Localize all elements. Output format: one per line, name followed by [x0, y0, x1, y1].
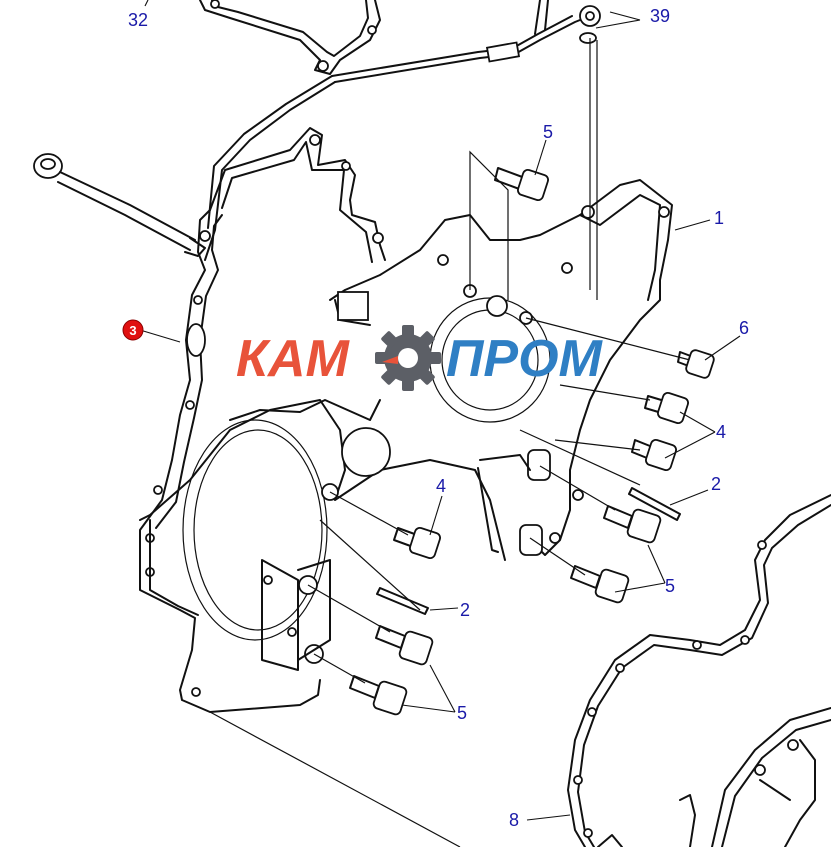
bolt-5-right-upper: [603, 505, 662, 544]
bolt-4-lower: [631, 439, 677, 471]
callout-5-left: 5: [457, 703, 467, 723]
logo-right-word: ПРОМ: [446, 330, 604, 388]
callout-labels: 32 39 5 1 6 4 2 4 5 2 5 8: [128, 6, 749, 830]
callout-leaders: [139, 0, 741, 821]
callout-2-right: 2: [711, 474, 721, 494]
dowel-pin-right: [628, 487, 681, 521]
bolt-6: [677, 349, 715, 379]
marker-circle: [122, 319, 144, 341]
highlight-marker-3[interactable]: 3: [122, 319, 144, 341]
bolt-4-upper: [644, 392, 689, 424]
timing-cover-part-1: [139, 179, 673, 671]
bolt-top: [494, 167, 549, 201]
oil-pipe: [331, 0, 601, 83]
rod-part: [33, 153, 206, 257]
logo-left-word: КАМ: [236, 330, 351, 388]
bolt-4-mid: [393, 527, 441, 559]
top-bracket: [199, 0, 381, 75]
callout-4-left: 4: [436, 476, 446, 496]
bolt-5-left-upper: [375, 625, 434, 666]
gear-icon: [375, 325, 441, 391]
callout-4-right: 4: [716, 422, 726, 442]
callout-32: 32: [128, 10, 148, 30]
callout-39: 39: [650, 6, 670, 26]
callout-2-left: 2: [460, 600, 470, 620]
watermark-logo: КАМ ПРОМ: [236, 325, 604, 391]
callout-5-right: 5: [665, 576, 675, 596]
callout-8: 8: [509, 810, 519, 830]
callout-6: 6: [739, 318, 749, 338]
callout-1: 1: [714, 208, 724, 228]
gasket-part-3: [139, 127, 386, 713]
callout-5-top: 5: [543, 122, 553, 142]
bolt-5-left-lower: [349, 675, 408, 716]
assembly-lines: [209, 38, 691, 847]
marker-label: 3: [129, 323, 136, 338]
dowel-pin-left: [376, 587, 429, 615]
flywheel-housing-part-8: [567, 494, 831, 847]
